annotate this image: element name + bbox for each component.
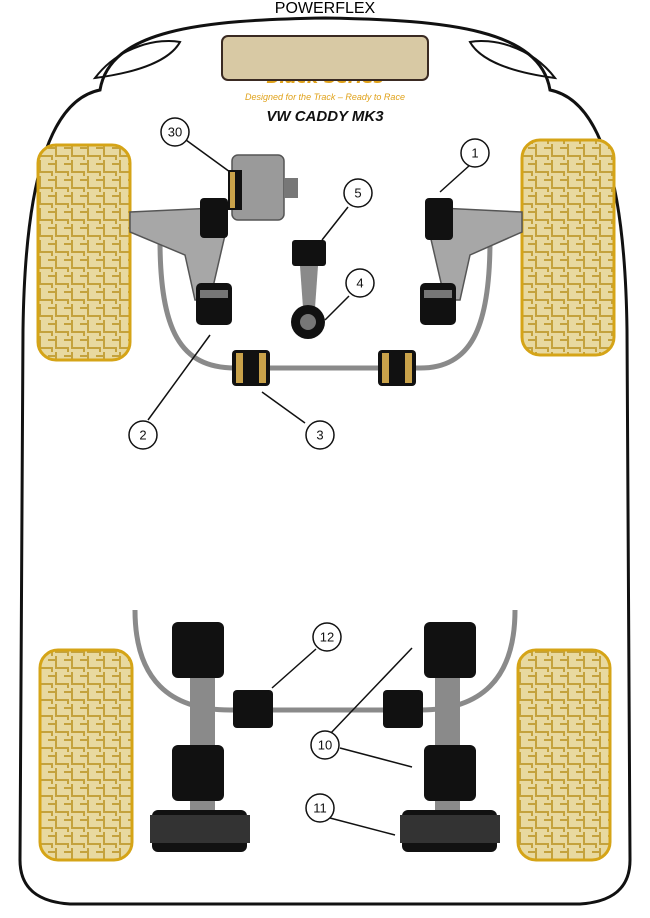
front-left-front-bush (200, 198, 228, 238)
dogbone-mount (291, 240, 326, 339)
left-mirror-outline (92, 39, 182, 80)
callout-3: 3 (305, 420, 335, 450)
front-arb-bush-right (378, 350, 416, 386)
callout-11: 11 (305, 793, 335, 823)
callout-label: 5 (354, 186, 361, 201)
callout-4: 4 (345, 268, 375, 298)
rear-anti-roll-bar (132, 609, 518, 713)
callout-2: 2 (128, 420, 158, 450)
callout-label: 3 (316, 428, 323, 443)
vehicle-model: VW CADDY MK3 (266, 108, 384, 125)
front-arb-bush-left (232, 350, 270, 386)
callout-label: 12 (320, 630, 334, 645)
callout-label: 11 (313, 801, 327, 816)
callout-label: 1 (471, 146, 478, 161)
front-left-rear-bush (196, 283, 232, 325)
callout-label: 2 (139, 428, 146, 443)
front-anti-roll-bar (157, 239, 493, 371)
callout-label: 30 (168, 125, 182, 140)
rear-left-tyre (38, 648, 134, 862)
front-right-tyre (520, 138, 616, 357)
callout-10: 10 (310, 730, 340, 760)
rear-right-trailing-link (400, 622, 500, 852)
callout-12: 12 (312, 622, 342, 652)
front-left-tyre (36, 143, 132, 362)
rear-right-tyre (516, 648, 612, 862)
callout-1: 1 (460, 138, 490, 168)
logo-plate (221, 35, 429, 81)
right-mirror-outline (468, 39, 558, 80)
callout-label: 4 (356, 276, 363, 291)
tagline: Designed for the Track – Ready to Race (245, 92, 405, 102)
front-right-front-bush (425, 198, 453, 240)
engine-mount (228, 154, 298, 221)
front-right-rear-bush (420, 283, 456, 325)
rear-arb-bush-left (233, 690, 273, 728)
rear-left-trailing-link (150, 622, 250, 852)
car-body-outline (18, 16, 632, 906)
callout-30: 30 (160, 117, 190, 147)
brand-logo: POWERFLEX (274, 0, 376, 17)
rear-arb-bush-right (383, 690, 423, 728)
callout-label: 10 (318, 738, 332, 753)
leader-lines (147, 139, 471, 836)
callout-5: 5 (343, 178, 373, 208)
